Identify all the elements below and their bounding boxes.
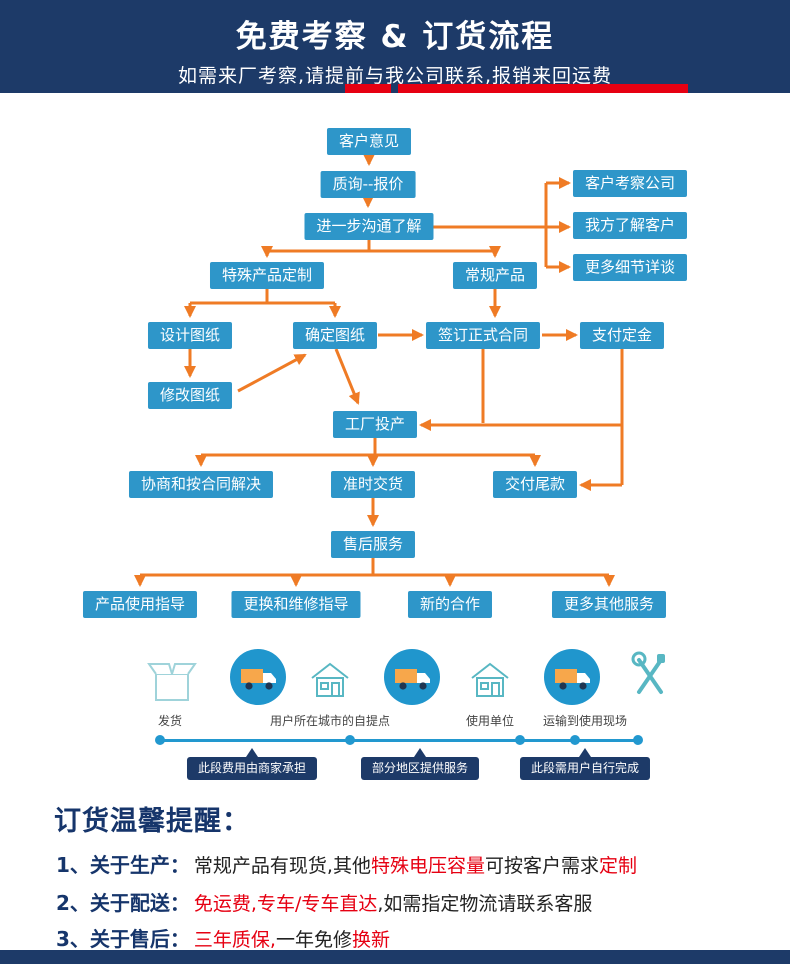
flow-node-more-services: 更多其他服务 <box>551 591 667 618</box>
flow-node-more-details: 更多细节详谈 <box>572 254 688 281</box>
reminder-item-production: 1、关于生产：常规产品有现货,其他特殊电压容量可按客户需求定制 <box>56 849 637 878</box>
flow-node-design-drawing: 设计图纸 <box>147 322 233 349</box>
flow-node-usage-guide: 产品使用指导 <box>82 591 198 618</box>
flow-node-inquiry-quote: 质询--报价 <box>320 171 416 198</box>
reminder-title: 订货温馨提醒： <box>54 806 250 837</box>
stage-label-pickup: 用户所在城市的自提点 <box>269 714 391 728</box>
reminder-text: 一年免修 <box>275 929 352 951</box>
house-icon <box>468 658 512 706</box>
truck-icon <box>543 648 601 710</box>
flow-node-custom-product: 特殊产品定制 <box>209 262 325 289</box>
footer-bar <box>0 950 790 964</box>
tag-merchant-cost: 此段费用由商家承担 <box>186 757 318 780</box>
flow-node-after-sales: 售后服务 <box>330 531 416 558</box>
flow-node-new-cooperation: 新的合作 <box>407 591 493 618</box>
truck-icon <box>383 648 441 710</box>
timeline-dot <box>155 735 165 745</box>
timeline-dot <box>570 735 580 745</box>
flow-node-confirm-drawing: 确定图纸 <box>292 322 378 349</box>
reminder-text: ,如需指定物流请联系客服 <box>377 893 593 915</box>
tag-pointer <box>414 748 426 757</box>
timeline-dot <box>515 735 525 745</box>
flow-node-further-communication: 进一步沟通了解 <box>304 213 434 240</box>
stage-label-transport: 运输到使用现场 <box>542 714 628 728</box>
tag-pointer <box>579 748 591 757</box>
flow-node-factory-production: 工厂投产 <box>332 411 418 438</box>
stage-label-ship: 发货 <box>157 714 183 728</box>
flow-node-sign-contract: 签订正式合同 <box>425 322 541 349</box>
flow-node-modify-drawing: 修改图纸 <box>147 382 233 409</box>
reminder-text-highlight: 三年质保, <box>193 929 276 951</box>
timeline-dot <box>633 735 643 745</box>
flow-node-customer-feedback: 客户意见 <box>326 128 412 155</box>
reminder-item-label: 2、关于配送： <box>56 891 190 915</box>
tag-partial-service: 部分地区提供服务 <box>360 757 480 780</box>
flow-node-pay-deposit: 支付定金 <box>579 322 665 349</box>
stage-label-user-unit: 使用单位 <box>465 714 515 728</box>
package-icon <box>146 656 198 708</box>
truck-icon <box>229 648 287 710</box>
reminder-text: 常规产品有现货,其他 <box>193 855 371 877</box>
red-underline-long <box>398 84 688 93</box>
reminder-text: 可按客户需求 <box>484 855 599 877</box>
reminder-item-label: 1、关于生产： <box>56 853 190 877</box>
house-icon <box>308 658 352 706</box>
flow-node-client-visit: 客户考察公司 <box>572 170 688 197</box>
flow-node-regular-product: 常规产品 <box>452 262 538 289</box>
red-underline-short <box>345 84 391 93</box>
page-subtitle: 如需来厂考察,请提前与我公司联系,报销来回运费 <box>177 65 613 87</box>
reminder-item-after-sales: 3、关于售后：三年质保,一年免修换新 <box>56 923 390 952</box>
tag-user-self: 此段需用户自行完成 <box>519 757 651 780</box>
reminder-text-highlight: 特殊电压容量 <box>370 855 485 877</box>
header-banner: 免费考察 & 订货流程 如需来厂考察,请提前与我公司联系,报销来回运费 <box>0 0 790 93</box>
flow-node-know-client: 我方了解客户 <box>572 212 688 239</box>
flow-node-repair-guide: 更换和维修指导 <box>231 591 361 618</box>
timeline-dot <box>345 735 355 745</box>
flow-node-negotiate: 协商和按合同解决 <box>128 471 274 498</box>
tag-pointer <box>246 748 258 757</box>
page-title: 免费考察 & 订货流程 <box>235 19 555 55</box>
flow-node-pay-balance: 交付尾款 <box>492 471 578 498</box>
tools-icon <box>627 650 673 704</box>
timeline-line <box>160 739 638 742</box>
reminder-text-highlight: 定制 <box>599 855 638 877</box>
flow-node-ontime-delivery: 准时交货 <box>330 471 416 498</box>
reminder-text-highlight: 免运费,专车/专车直达 <box>193 893 378 915</box>
reminder-item-label: 3、关于售后： <box>56 927 190 951</box>
reminder-text-highlight: 换新 <box>351 929 390 951</box>
reminder-item-delivery: 2、关于配送：免运费,专车/专车直达,如需指定物流请联系客服 <box>56 887 592 916</box>
